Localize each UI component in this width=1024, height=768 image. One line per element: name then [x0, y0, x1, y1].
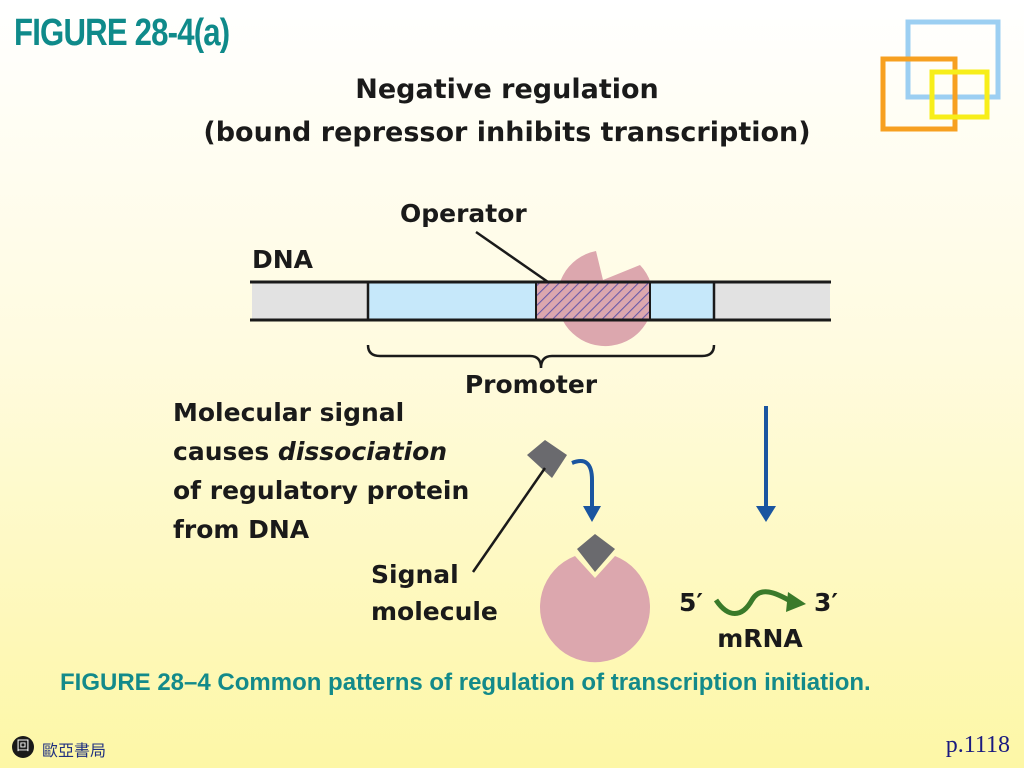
dna-strand-left	[252, 282, 368, 320]
dissociation-arrow-shaft	[571, 459, 594, 512]
decorative-squares	[880, 19, 1001, 132]
signal-molecule-label-line1: Signal	[371, 560, 459, 589]
signal-molecule-label-line2: molecule	[371, 597, 498, 626]
mrna-strand	[713, 589, 794, 616]
signal-molecule-pointer-line	[471, 467, 547, 573]
mrna-arrow-head	[786, 592, 806, 612]
transcription-arrow-head	[756, 506, 776, 522]
operator-region	[536, 282, 650, 320]
promoter-brace	[366, 344, 716, 369]
deco-square-orange	[880, 56, 958, 132]
signal-text-line2-plain: causes	[173, 437, 278, 466]
publisher-logo-icon: 回	[12, 736, 34, 758]
diagram-heading-line2: (bound repressor inhibits transcription)	[203, 117, 810, 148]
signal-molecule-shape	[527, 440, 567, 478]
publisher-name: 歐亞書局	[42, 741, 107, 760]
slide-title: FIGURE 28-4(a)	[14, 12, 230, 54]
dna-label: DNA	[252, 245, 314, 274]
promoter-label: Promoter	[465, 370, 598, 399]
signal-text-line4: from DNA	[173, 515, 310, 544]
signal-text-line2-italic: dissociation	[278, 437, 447, 466]
diagram-heading-line1: Negative regulation	[355, 74, 659, 105]
mrna-three-prime-label: 3′	[814, 588, 838, 617]
operator-pointer-line	[475, 230, 549, 284]
mrna-five-prime-label: 5′	[679, 588, 703, 617]
dna-strand-right	[714, 282, 830, 320]
signal-text-line3: of regulatory protein	[173, 476, 469, 505]
operator-label: Operator	[400, 199, 527, 228]
released-repressor-protein	[540, 556, 650, 663]
signal-text-line1: Molecular signal	[173, 398, 404, 427]
deco-square-yellow	[929, 69, 990, 120]
dissociation-arrow-head	[583, 506, 601, 522]
signal-text-line2: causes dissociation	[173, 437, 447, 466]
mrna-label: mRNA	[717, 624, 803, 653]
bound-signal-molecule-shape	[577, 534, 615, 572]
page-number: p.1118	[945, 732, 1010, 758]
figure-caption: FIGURE 28–4 Common patterns of regulatio…	[60, 669, 871, 696]
